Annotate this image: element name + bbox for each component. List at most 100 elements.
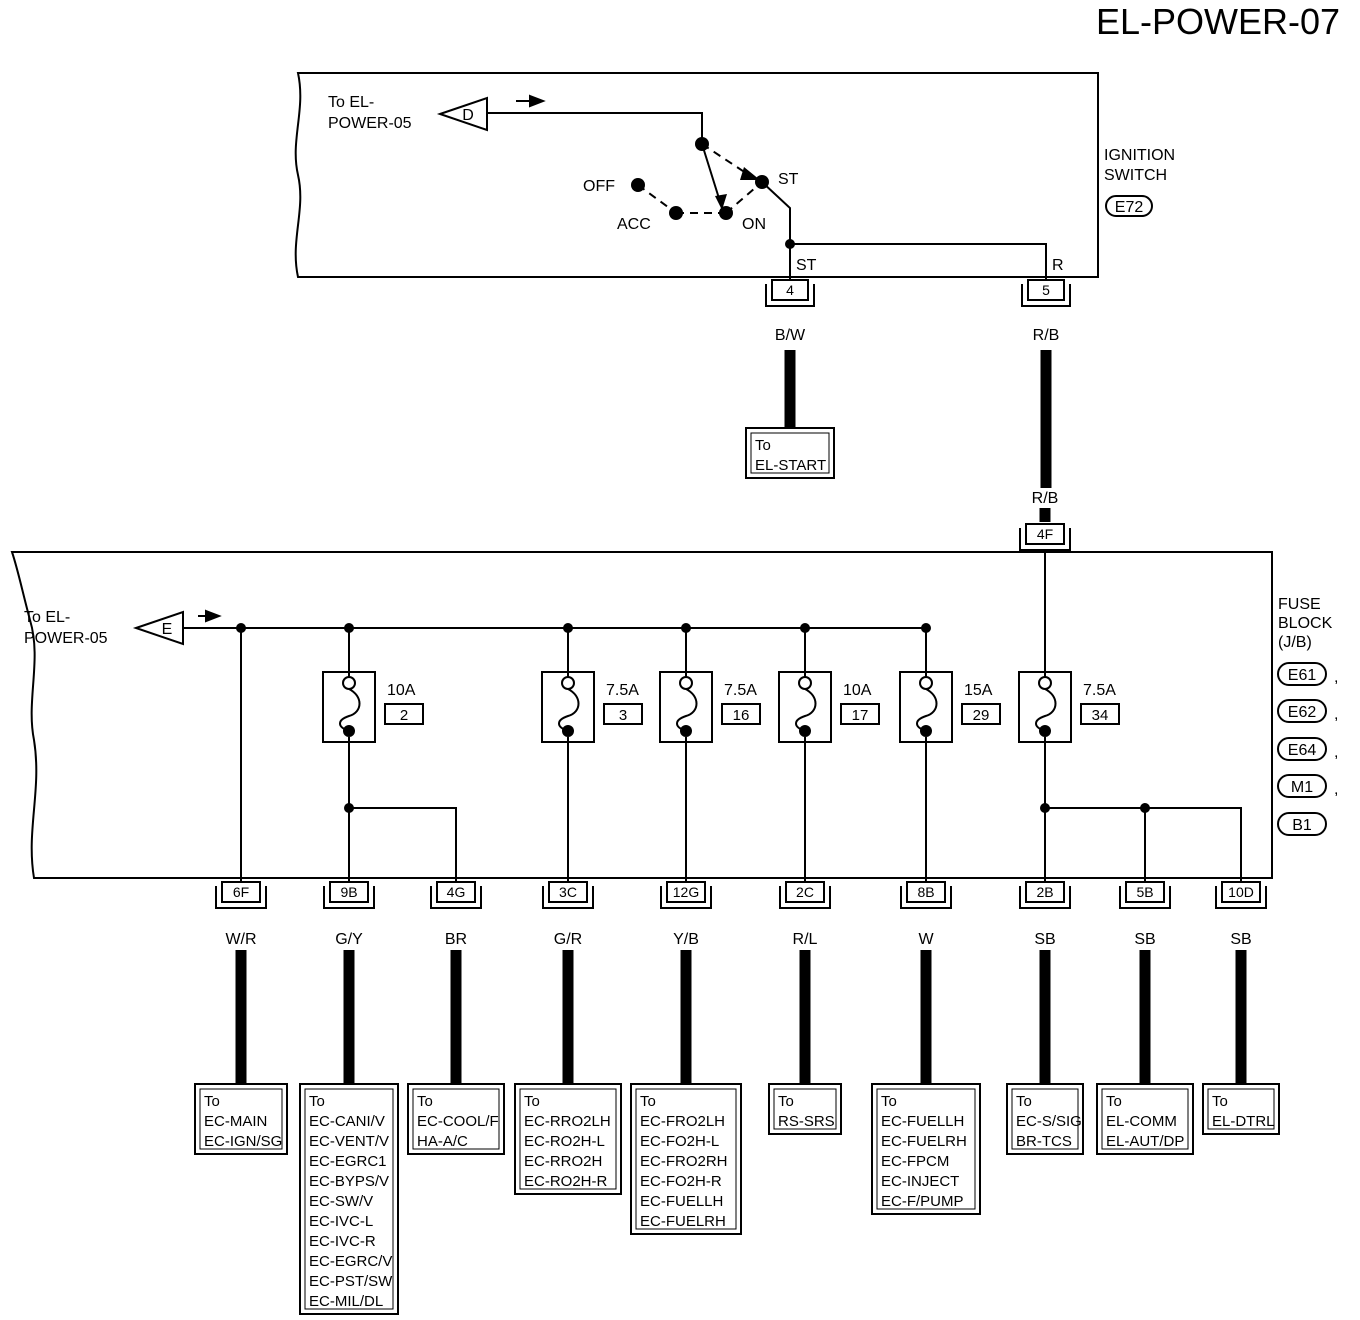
dest-8B: ToEC-FUELLHEC-FUELRHEC-FPCMEC-INJECTEC-F… — [871, 1083, 981, 1215]
dest-2C-line-0: To — [778, 1093, 794, 1110]
svg-text:,: , — [1334, 706, 1338, 723]
dest-3C-line-2: EC-RO2H-L — [524, 1133, 605, 1150]
fuse-output-9B-label: 9B — [340, 884, 357, 900]
ignition-wire-5-color: R/B — [1033, 327, 1060, 344]
terminal-r-label: R — [1052, 257, 1064, 274]
fuse-output-2C: 2C — [779, 881, 831, 909]
fuse-17-rating: 10A — [843, 682, 872, 699]
position-off-label: OFF — [583, 178, 615, 195]
fuse-output-5B-wire-color: SB — [1134, 931, 1155, 948]
ignition-switch-title-2: SWITCH — [1104, 167, 1167, 184]
fuse-block-input-wire: R/B — [1032, 490, 1059, 507]
dest-6F-line-2: EC-IGN/SG — [204, 1133, 282, 1150]
dest-3C-line-1: EC-RRO2LH — [524, 1113, 611, 1130]
dest-2B-line-2: BR-TCS — [1016, 1133, 1072, 1150]
dest-9B-line-0: To — [309, 1093, 325, 1110]
fuse-element-icon — [916, 688, 938, 732]
dest-5B-line-0: To — [1106, 1093, 1122, 1110]
dest-8B-line-3: EC-FPCM — [881, 1153, 949, 1170]
fuse-output-8B-label: 8B — [917, 884, 934, 900]
fuse-block-connector-e64: E64 , — [1277, 737, 1338, 761]
dest-9B-line-2: EC-VENT/V — [309, 1133, 389, 1150]
fuse-block-input-4F: 4F — [1019, 523, 1071, 551]
fuse-output-6F-label: 6F — [233, 884, 249, 900]
dest-12G-line-2: EC-FO2H-L — [640, 1133, 719, 1150]
ignition-link-line2: POWER-05 — [328, 115, 412, 132]
fuse-2-number: 2 — [400, 707, 408, 724]
dest-4G-line-1: EC-COOL/F — [417, 1113, 499, 1130]
fuse-output-2C-label: 2C — [796, 884, 814, 900]
dest-9B-line-6: EC-IVC-L — [309, 1213, 373, 1230]
svg-text:E62: E62 — [1288, 704, 1317, 721]
dest-6F-line-0: To — [204, 1093, 220, 1110]
dest-9B-line-9: EC-PST/SW — [309, 1273, 393, 1290]
ignition-terminal-4: 4 — [765, 279, 815, 307]
svg-text:B1: B1 — [1292, 817, 1312, 834]
destinations: ToEL-STARTToEC-MAINEC-IGN/SGToEC-CANI/VE… — [194, 427, 1280, 1315]
dest-5B-line-1: EL-COMM — [1106, 1113, 1177, 1130]
dest-9B-line-10: EC-MIL/DL — [309, 1293, 383, 1310]
fuse-output-3C-wire-color: G/R — [554, 931, 582, 948]
fuse-output-4G-wire-color: BR — [445, 931, 467, 948]
dest-9B-line-8: EC-EGRC/V — [309, 1253, 392, 1270]
ignition-wire-4-color: B/W — [775, 327, 806, 344]
dest-8B-line-1: EC-FUELLH — [881, 1113, 964, 1130]
dest-12G: ToEC-FRO2LHEC-FO2H-LEC-FRO2RHEC-FO2H-REC… — [630, 1083, 742, 1235]
ignition-switch: To EL- POWER-05 D OFF ACC ON ST ST R IGN… — [294, 72, 1175, 290]
fuse-link-line2: POWER-05 — [24, 630, 108, 647]
position-acc-label: ACC — [617, 216, 651, 233]
page-title: EL-POWER-07 — [1096, 1, 1340, 42]
dest-2B-line-0: To — [1016, 1093, 1032, 1110]
fuse-16-number: 16 — [733, 707, 750, 724]
direction-arrow-icon — [198, 609, 222, 623]
fuse-3: 7.5A3 — [541, 623, 643, 890]
fuse-29-rating: 15A — [964, 682, 993, 699]
dest-12G-line-1: EC-FRO2LH — [640, 1113, 725, 1130]
fuse-output-2C-wire-color: R/L — [793, 931, 818, 948]
dest-8B-line-5: EC-F/PUMP — [881, 1193, 964, 1210]
svg-text:,: , — [1334, 781, 1338, 798]
fuse-output-5B: 5B — [1119, 881, 1171, 909]
fuse-block-input-4F-label: 4F — [1037, 526, 1053, 542]
dest-3C-line-4: EC-RO2H-R — [524, 1173, 608, 1190]
fuse-output-4G-label: 4G — [447, 884, 466, 900]
fuse-17-number: 17 — [852, 707, 869, 724]
fuse-16-rating: 7.5A — [724, 682, 757, 699]
ignition-terminal-4-label: 4 — [786, 282, 794, 298]
link-marker-e: E — [162, 621, 173, 638]
dest-3C-line-0: To — [524, 1093, 540, 1110]
dest-9B-line-4: EC-BYPS/V — [309, 1173, 389, 1190]
dest-10D-line-0: To — [1212, 1093, 1228, 1110]
fuse-output-2B: 2B — [1019, 881, 1071, 909]
fuse-output-3C-label: 3C — [559, 884, 577, 900]
ignition-link-line1: To EL- — [328, 94, 374, 111]
dest-8B-line-0: To — [881, 1093, 897, 1110]
fuse-output-8B-wire-color: W — [918, 931, 934, 948]
fuse-output-10D: 10D — [1215, 881, 1267, 909]
svg-text:,: , — [1334, 744, 1338, 761]
fuse-block-connector-e62: E62 , — [1277, 699, 1338, 723]
ignition-dest-4-line-1: EL-START — [755, 457, 826, 474]
link-marker-d: D — [462, 107, 474, 124]
fuse-2-rating: 10A — [387, 682, 416, 699]
dest-10D-line-1: EL-DTRL — [1212, 1113, 1275, 1130]
fuse-output-2B-wire-color: SB — [1034, 931, 1055, 948]
fuse-output-2B-label: 2B — [1036, 884, 1053, 900]
position-on-label: ON — [742, 216, 766, 233]
link-arrow-e-icon — [132, 610, 184, 646]
fuse-link-e: To EL- POWER-05 E — [24, 609, 222, 647]
ignition-switch-outline — [294, 72, 1099, 278]
dest-4G-line-2: HA-A/C — [417, 1133, 468, 1150]
fuse-output-9B-wire-color: G/Y — [335, 931, 363, 948]
ignition-dest-4-line-0: To — [755, 437, 771, 454]
